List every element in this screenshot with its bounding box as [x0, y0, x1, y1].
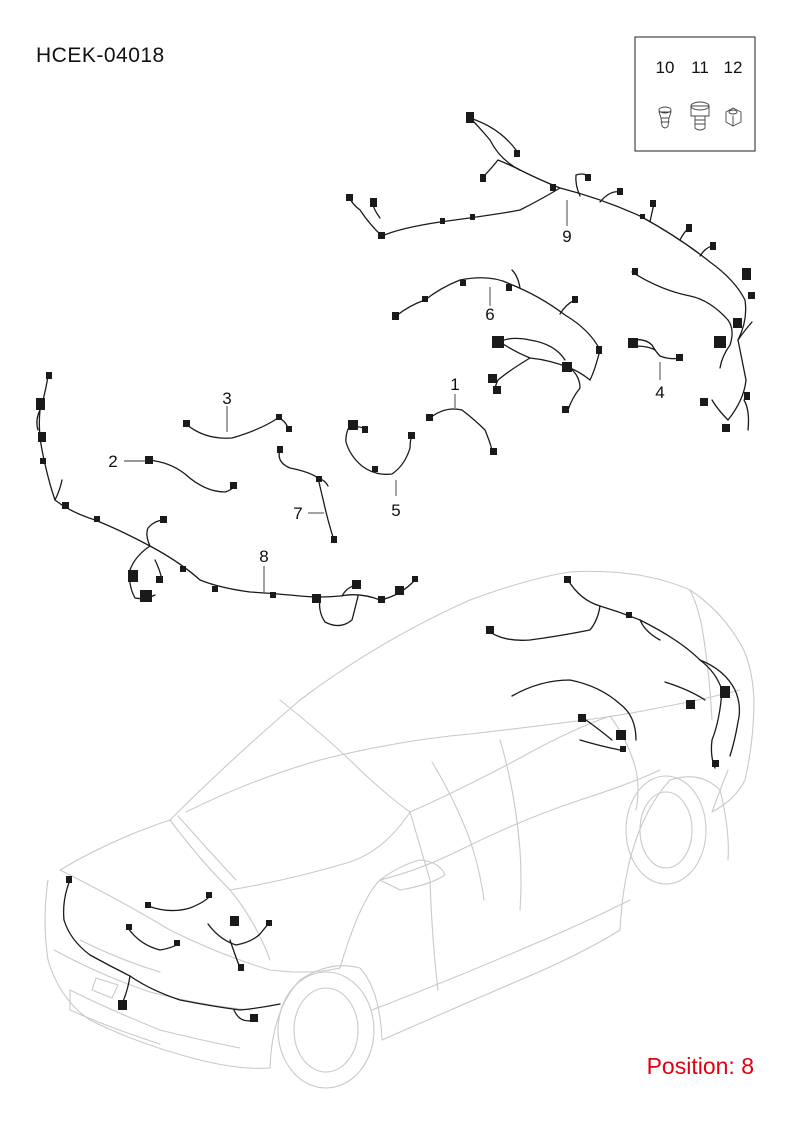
callout-2[interactable]: 2 [108, 452, 117, 471]
callout-1[interactable]: 1 [450, 375, 459, 394]
harness-1[interactable]: 1 [426, 375, 497, 455]
callout-8[interactable]: 8 [259, 547, 268, 566]
callout-6[interactable]: 6 [485, 305, 494, 324]
harness-6[interactable]: 6 [392, 269, 602, 413]
callout-4[interactable]: 4 [655, 383, 664, 402]
harness-7[interactable]: 7 [277, 446, 337, 543]
diagram-code: HCEK-04018 [36, 44, 165, 67]
harness-4[interactable]: 4 [628, 338, 683, 402]
callout-11[interactable]: 11 [691, 58, 709, 77]
harness-9[interactable]: 9 [346, 112, 755, 432]
harness-3[interactable]: 3 [183, 389, 292, 439]
bolt-part-11[interactable] [690, 101, 710, 131]
fastener-box: 10 11 12 [634, 36, 756, 152]
car-harness-routing [62, 576, 741, 1022]
callout-9[interactable]: 9 [562, 227, 571, 246]
callout-7[interactable]: 7 [293, 504, 302, 523]
fastener-box-frame [634, 36, 756, 152]
harness-8[interactable]: 8 [36, 372, 418, 627]
car-outline [44, 570, 755, 1089]
callout-10[interactable]: 10 [656, 58, 675, 77]
nut-part-12[interactable] [725, 107, 742, 127]
position-label: Position: 8 [646, 1053, 754, 1079]
harness-2[interactable]: 2 [108, 452, 237, 493]
callout-3[interactable]: 3 [222, 389, 231, 408]
callout-5[interactable]: 5 [391, 501, 400, 520]
callout-12[interactable]: 12 [724, 58, 743, 77]
clip-part-10[interactable] [658, 106, 672, 129]
harness-5[interactable]: 5 [345, 420, 415, 520]
